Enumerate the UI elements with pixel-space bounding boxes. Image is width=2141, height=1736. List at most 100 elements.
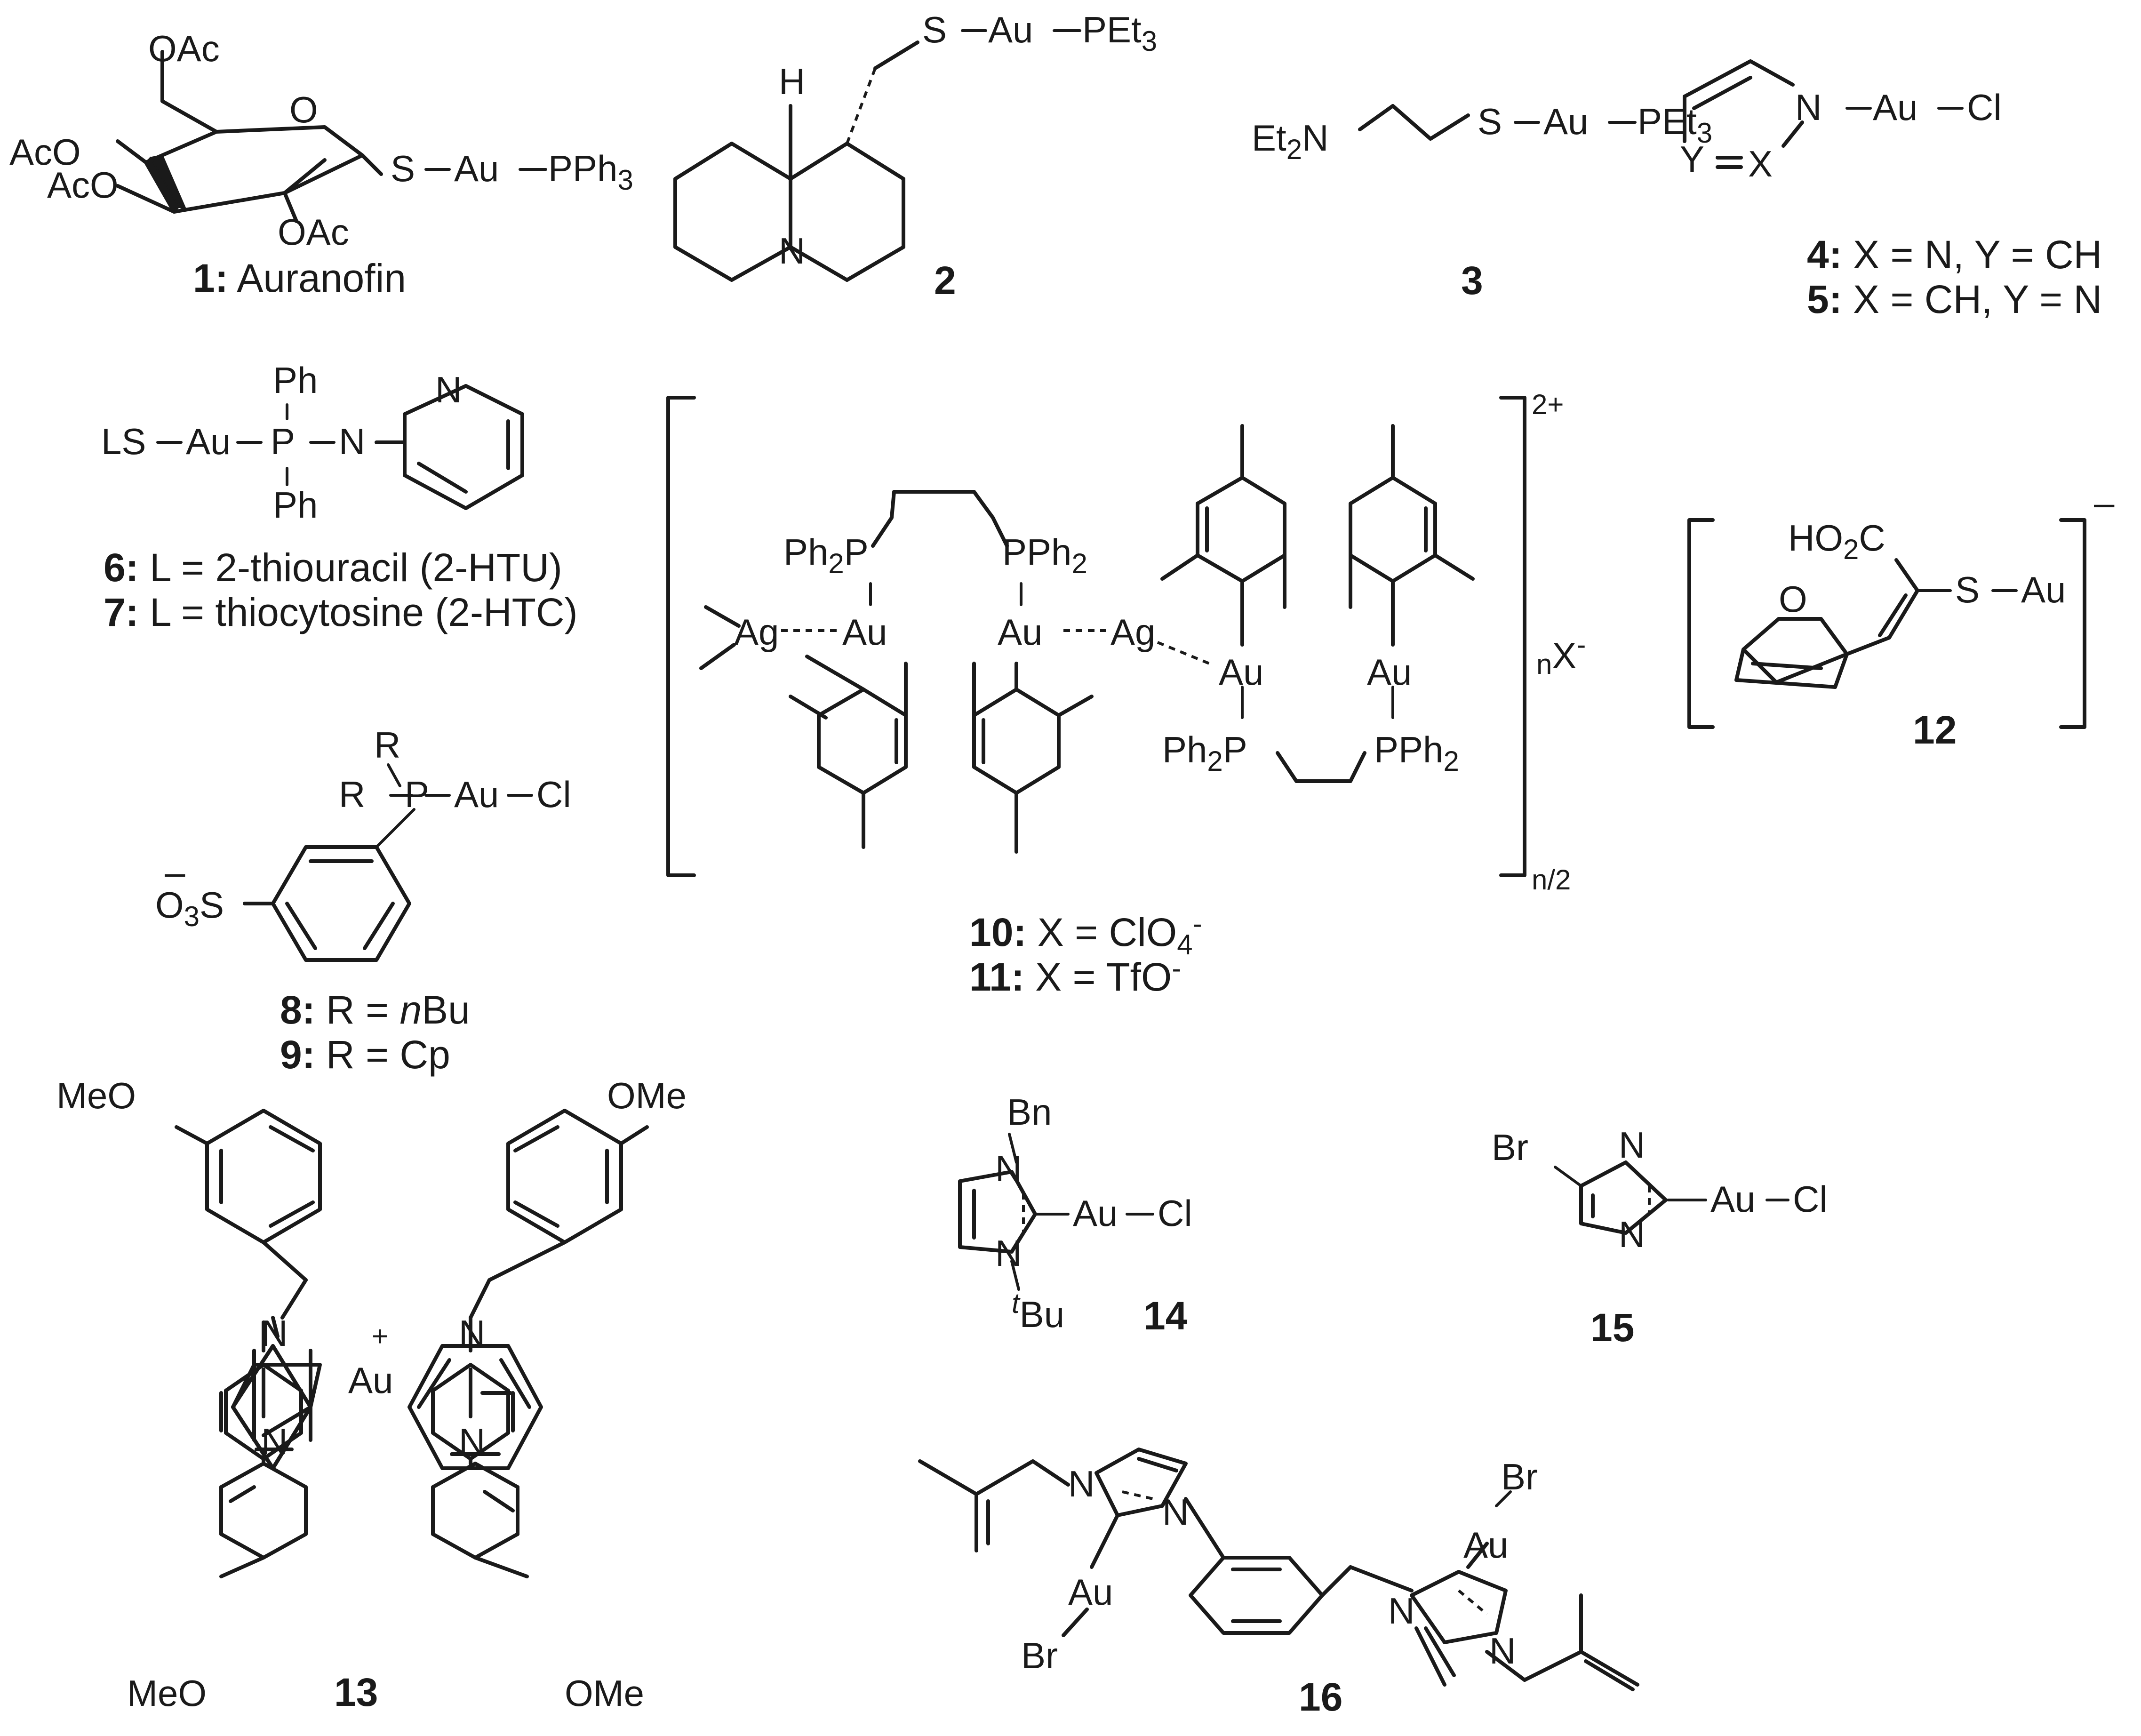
gold-label: Au <box>1367 651 1412 693</box>
bromine-label: Br <box>1021 1635 1058 1676</box>
compound-number: 3 <box>1461 258 1483 303</box>
ring-oxygen: O <box>289 89 318 130</box>
compound-number: 16 <box>1299 1675 1342 1719</box>
phosphorus-label: P <box>1002 531 1027 573</box>
superscript: - <box>1172 952 1181 984</box>
x-label: X <box>1748 143 1773 184</box>
et-label: Et <box>1252 117 1286 159</box>
caption-text: X = ClO <box>1026 910 1177 954</box>
compound-16: N N Au Br N N Au Br 16 <box>918 1448 1639 1719</box>
gold-label: Au <box>1073 1192 1118 1234</box>
compound-number: 2 <box>934 258 956 303</box>
svg-text:PPh2: PPh2 <box>1002 531 1087 579</box>
gold-label: Au <box>1463 1524 1508 1566</box>
svg-text:6: L = 2-thiouracil (2-HTU): 6: L = 2-thiouracil (2-HTU) <box>104 545 562 590</box>
methoxy-label: OMe <box>607 1075 687 1116</box>
pet-label: PEt <box>1638 101 1697 142</box>
chlorine-label: Cl <box>1158 1192 1192 1234</box>
svg-text:1: Auranofin: 1: Auranofin <box>193 256 406 300</box>
charge-label: 2+ <box>1532 389 1564 420</box>
subscript: 4 <box>1177 929 1192 960</box>
compound-name: Auranofin <box>237 256 406 300</box>
compound-number: 7 <box>104 590 126 634</box>
compound-2: H N S Au PEt3 2 <box>673 9 1157 303</box>
gold-label: Au <box>1710 1178 1755 1220</box>
svg-text:PPh3: PPh3 <box>548 148 633 196</box>
methoxy-label: OMe <box>565 1672 644 1714</box>
compound-number: 1 <box>193 256 215 300</box>
svg-text:Ph2P: Ph2P <box>783 531 869 579</box>
compound-8-9: R R P Au Cl – O3S 8: R = nBu 9: R = Cp <box>155 724 571 1077</box>
svg-text:Ph2P: Ph2P <box>1162 729 1247 777</box>
counterion-label: X <box>1552 635 1576 676</box>
gold-label: Au <box>2021 569 2066 610</box>
compound-6-7: LS Au P N Ph Ph N 6: L = 2-thiouracil (2… <box>101 360 578 634</box>
phosphorus-label: P <box>844 531 869 573</box>
pph2-label: Ph <box>1027 531 1071 573</box>
methoxy-label: MeO <box>127 1672 207 1714</box>
subscript: 3 <box>1697 117 1712 149</box>
phenyl-label: Ph <box>273 484 318 526</box>
imidazole-n: N <box>1162 1491 1189 1533</box>
svg-text:5: X = CH, Y = N: 5: X = CH, Y = N <box>1807 277 2102 321</box>
sulfonate-s: S <box>200 884 224 926</box>
furan-oxygen: O <box>1779 578 1807 620</box>
silver-label: Ag <box>1110 611 1155 653</box>
caption-text: L = thiocytosine (2-HTC) <box>139 590 578 634</box>
phosphorus-label: P <box>1374 729 1398 770</box>
aco-label: AcO <box>47 164 119 206</box>
carboxylic-ho: HO <box>1788 517 1843 559</box>
phosphorus-label: P <box>271 421 295 462</box>
compound-12: HO2C S Au O – 12 <box>1687 482 2115 752</box>
gold-label: Au <box>186 421 231 462</box>
oac-label: OAc <box>278 211 349 253</box>
subscript: 2 <box>1443 745 1459 777</box>
stoichiometry-label: n/2 <box>1532 864 1571 896</box>
pet-label: PEt <box>1082 9 1142 50</box>
nitrogen-label: N <box>339 421 365 462</box>
nitrogen-label: N <box>779 230 805 272</box>
compound-number: 13 <box>334 1670 378 1714</box>
compound-15: Br N N Au Cl 15 <box>1492 1124 1828 1350</box>
sulfur-label: S <box>1955 569 1980 610</box>
compound-number: 14 <box>1143 1294 1188 1338</box>
gold-label: Au <box>1543 101 1588 142</box>
gold-label: Au <box>1219 651 1263 693</box>
gold-label: Au <box>988 9 1033 50</box>
svg-text:7: L = thiocytosine (2-HTC): 7: L = thiocytosine (2-HTC) <box>104 590 578 634</box>
imidazole-n: N <box>261 1312 288 1354</box>
superscript: t <box>1012 1288 1021 1319</box>
compound-number: 8 <box>280 988 302 1032</box>
compound-number: 12 <box>1913 708 1957 752</box>
compound-14: Bn N N Au Cl tBu 14 <box>958 1091 1192 1338</box>
svg-text:PEt3: PEt3 <box>1082 9 1157 57</box>
imidazole-n: N <box>1068 1463 1094 1504</box>
subscript: 3 <box>617 164 633 196</box>
carbon-label: C <box>1859 517 1885 559</box>
butyl-label: Bu <box>1020 1294 1064 1335</box>
svg-text:PPh2: PPh2 <box>1374 729 1459 777</box>
compound-number: 9 <box>280 1032 302 1077</box>
negative-charge: – <box>165 851 185 893</box>
sulfur-label: S <box>1478 101 1502 142</box>
gold-label: Au <box>842 611 887 653</box>
gold-label: Au <box>454 148 499 189</box>
nitrogen-label: N <box>1795 87 1821 128</box>
imidazole-n: N <box>1489 1630 1516 1672</box>
svg-text:8: R = nBu: 8: R = nBu <box>280 988 470 1032</box>
pph2-label: Ph <box>1398 729 1443 770</box>
r-label: R <box>339 774 365 815</box>
compound-number: 10 <box>969 910 1013 954</box>
subscript: 3 <box>184 901 200 932</box>
svg-text:tBu: tBu <box>1012 1288 1064 1335</box>
subscript: 2 <box>1286 134 1302 165</box>
charge-label: + <box>372 1320 388 1352</box>
subscript: 2 <box>828 548 844 579</box>
subscript: n <box>1536 648 1552 680</box>
sulfur-label: S <box>391 148 415 189</box>
gold-label: Au <box>998 611 1042 653</box>
ls-label: LS <box>101 421 146 462</box>
phosphorus-label: P <box>1223 729 1247 770</box>
subscript: 2 <box>1071 548 1087 579</box>
